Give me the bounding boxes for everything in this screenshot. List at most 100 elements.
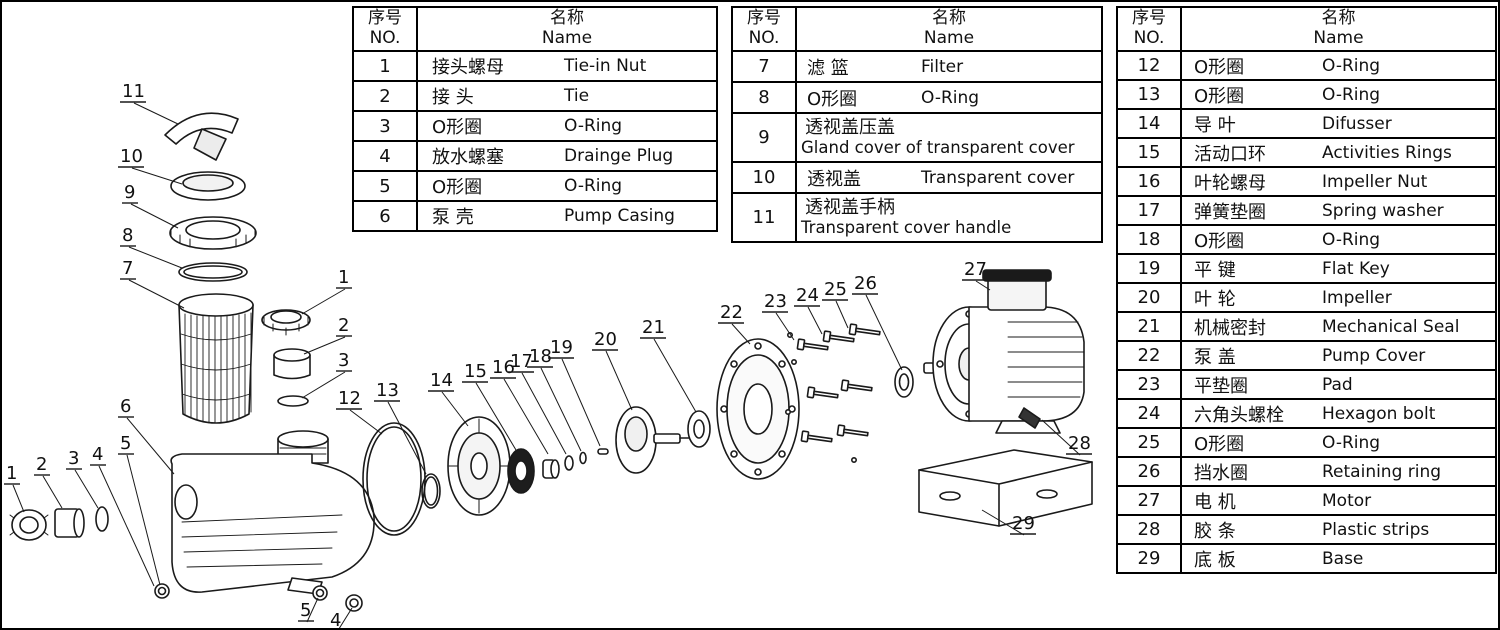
- svg-text:2: 2: [36, 454, 47, 475]
- part-mechanical-seal: [687, 410, 711, 448]
- cell-no: 17: [1118, 197, 1182, 224]
- callout-21: 21: [640, 317, 697, 413]
- cell-no: 4: [354, 142, 418, 170]
- cell-name-en: Mechanical Seal: [1322, 316, 1460, 337]
- cell-name-cn: O形圈: [432, 177, 483, 198]
- callout-10: 10: [118, 146, 183, 185]
- part-diffuser: [447, 416, 511, 516]
- svg-text:9: 9: [124, 182, 135, 203]
- part-flat-key: [597, 448, 609, 455]
- part-drain-plug-4: [345, 594, 363, 612]
- callout-27: 27: [962, 259, 991, 291]
- cell-name-en: O-Ring: [1322, 432, 1381, 453]
- header-name-cn: 名称: [550, 8, 584, 29]
- cell-name-en: Filter: [921, 56, 964, 77]
- cell-name-cn: 六角头螺栓: [1194, 404, 1284, 426]
- cell-no: 16: [1118, 168, 1182, 195]
- cell-no: 13: [1118, 81, 1182, 108]
- part-retaining-ring: [894, 366, 914, 398]
- cell-no: 6: [354, 202, 418, 230]
- cell-name-cn: 叶 轮: [1194, 288, 1236, 310]
- callout-3: 3: [301, 350, 352, 399]
- svg-text:10: 10: [120, 146, 143, 167]
- cell-no: 14: [1118, 110, 1182, 137]
- cell-name-en: Pump Cover: [1322, 345, 1426, 366]
- part-drain-plug-left: [154, 583, 170, 599]
- cell-name-en: Difusser: [1322, 113, 1392, 134]
- svg-text:4: 4: [330, 610, 341, 630]
- cell-name-cn: 滤 篮: [807, 57, 849, 79]
- cell-no: 1: [354, 52, 418, 80]
- cell-no: 2: [354, 82, 418, 110]
- header-name-en: Name: [923, 28, 975, 48]
- cell-name-cn: 透视盖手柄: [805, 196, 895, 218]
- cell-name-cn: 接 头: [432, 87, 474, 108]
- cell-name-en: Tie-in Nut: [564, 56, 647, 76]
- part-o-ring-3-left: [95, 506, 109, 532]
- svg-text:24: 24: [796, 285, 819, 306]
- callout-23: 23: [762, 291, 795, 341]
- cell-no: 5: [354, 172, 418, 200]
- cell-no: 8: [733, 83, 797, 112]
- svg-text:2: 2: [338, 315, 349, 336]
- cell-no: 12: [1118, 52, 1182, 79]
- callout-8: 8: [120, 225, 183, 269]
- svg-text:20: 20: [594, 329, 617, 350]
- cell-no: 20: [1118, 284, 1182, 311]
- cell-name-en: Transparent cover handle: [801, 218, 1012, 238]
- cell-name-en: O-Ring: [1322, 55, 1381, 76]
- svg-text:11: 11: [122, 81, 145, 102]
- cell-name-en: Impeller Nut: [1322, 171, 1428, 192]
- header-name-en: Name: [1313, 28, 1364, 48]
- svg-text:27: 27: [964, 259, 987, 280]
- callout-24: 24: [794, 285, 823, 335]
- cell-name-en: Pad: [1322, 374, 1353, 395]
- part-motor: [923, 269, 1085, 434]
- cell-no: 19: [1118, 255, 1182, 282]
- svg-text:14: 14: [430, 370, 453, 391]
- part-drain-plug-5: [312, 585, 328, 601]
- part-transparent-cover-handle: [164, 112, 239, 161]
- cell-no: 10: [733, 163, 797, 192]
- cell-name-cn: 弹簧垫圈: [1194, 201, 1266, 223]
- cell-no: 26: [1118, 458, 1182, 485]
- cell-name-cn: O形圈: [1194, 433, 1245, 455]
- cell-name: 滤 篮 Filter: [797, 52, 1101, 81]
